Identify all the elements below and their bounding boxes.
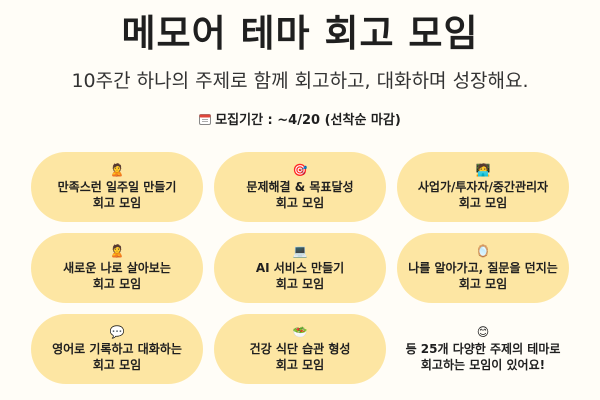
theme-title: 만족스런 일주일 만들기 xyxy=(57,180,177,194)
recruitment-period: 모집기간 : ~4/20 (선착순 마감) xyxy=(0,112,600,130)
office-worker-emoji-icon: 🧑‍💻 xyxy=(475,163,491,177)
page-title: 메모어 테마 회고 모임 xyxy=(121,12,479,55)
theme-title: 새로운 나로 살아보는 xyxy=(63,261,171,275)
salad-emoji-icon: 🥗 xyxy=(292,325,308,339)
theme-card-new-self[interactable]: 🙎 새로운 나로 살아보는 회고 모임 xyxy=(31,233,203,303)
mirror-emoji-icon: 🪞 xyxy=(475,244,491,258)
theme-card-business-investor[interactable]: 🧑‍💻 사업가/투자자/중간관리자 회고 모임 xyxy=(397,152,569,222)
theme-card-weekly-satisfaction[interactable]: 🙎 만족스런 일주일 만들기 회고 모임 xyxy=(31,152,203,222)
theme-title: AI 서비스 만들기 xyxy=(255,261,345,275)
theme-card-ai-service[interactable]: 💻 AI 서비스 만들기 회고 모임 xyxy=(214,233,386,303)
theme-subtitle: 회고 모임 xyxy=(458,196,508,210)
theme-subtitle: 회고 모임 xyxy=(92,358,142,372)
theme-subtitle: 회고 모임 xyxy=(92,196,142,210)
theme-title: 영어로 기록하고 대화하는 xyxy=(52,342,182,356)
theme-grid: 🙎 만족스런 일주일 만들기 회고 모임 🎯 문제해결 & 목표달성 회고 모임… xyxy=(31,152,569,384)
recruitment-period-text: 모집기간 : ~4/20 (선착순 마감) xyxy=(215,113,401,128)
laptop-emoji-icon: 💻 xyxy=(292,244,308,258)
calendar-icon xyxy=(199,114,212,125)
theme-card-self-discovery[interactable]: 🪞 나를 알아가고, 질문을 던지는 회고 모임 xyxy=(397,233,569,303)
smiling-face-emoji-icon: 😊 xyxy=(476,325,490,339)
person-emoji-icon: 🙎 xyxy=(109,244,125,258)
theme-title: 문제해결 & 목표달성 xyxy=(246,180,354,194)
more-themes-note: 😊 등 25개 다양한 주제의 테마로 회고하는 모임이 있어요! xyxy=(397,314,569,384)
theme-card-healthy-diet[interactable]: 🥗 건강 식단 습관 형성 회고 모임 xyxy=(214,314,386,384)
theme-title: 나를 알아가고, 질문을 던지는 xyxy=(408,261,558,275)
theme-card-english-journaling[interactable]: 💬 영어로 기록하고 대화하는 회고 모임 xyxy=(31,314,203,384)
person-emoji-icon: 🙎 xyxy=(109,163,125,177)
theme-subtitle: 회고 모임 xyxy=(275,277,325,291)
theme-subtitle: 회고 모임 xyxy=(92,277,142,291)
more-themes-line-1: 등 25개 다양한 주제의 테마로 xyxy=(405,342,561,356)
theme-card-problem-solving[interactable]: 🎯 문제해결 & 목표달성 회고 모임 xyxy=(214,152,386,222)
target-emoji-icon: 🎯 xyxy=(292,163,308,177)
theme-subtitle: 회고 모임 xyxy=(275,358,325,372)
theme-subtitle: 회고 모임 xyxy=(458,277,508,291)
more-themes-line-2: 회고하는 모임이 있어요! xyxy=(420,358,546,372)
theme-title: 건강 식단 습관 형성 xyxy=(249,342,351,356)
theme-title: 사업가/투자자/중간관리자 xyxy=(417,180,549,194)
speech-bubble-emoji-icon: 💬 xyxy=(109,325,125,339)
theme-subtitle: 회고 모임 xyxy=(275,196,325,210)
page-subtitle: 10주간 하나의 주제로 함께 회고하고, 대화하며 성장해요. xyxy=(71,70,529,92)
